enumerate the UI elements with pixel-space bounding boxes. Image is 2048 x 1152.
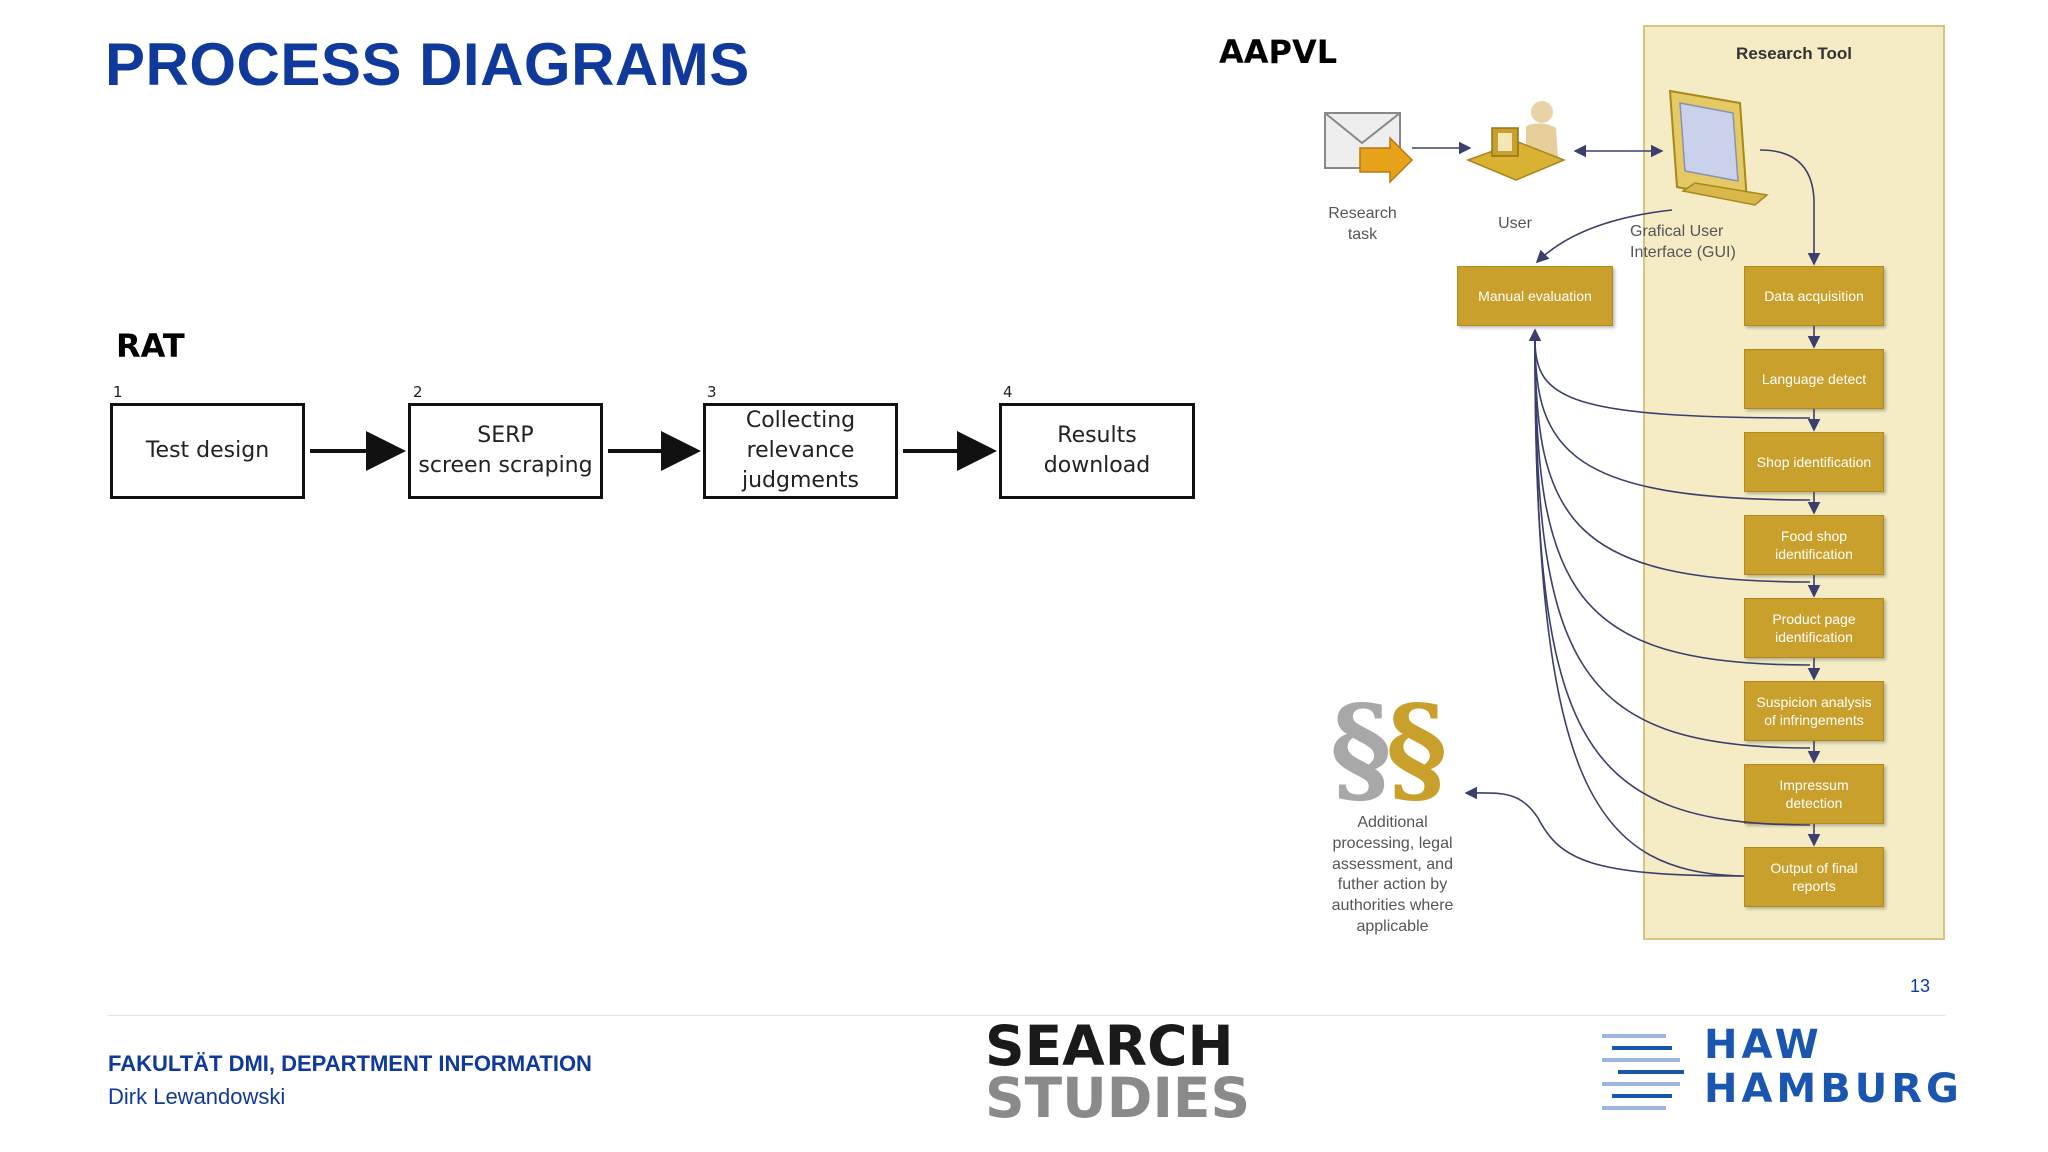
step-number: 3: [707, 383, 717, 401]
feedback-curve: [1534, 339, 1743, 877]
pipeline-step: Food shop identification: [1744, 515, 1884, 575]
monitor-icon: [1668, 89, 1769, 206]
step-number: 1: [113, 383, 123, 401]
haw-logo-icon: [1602, 1034, 1684, 1110]
manual-evaluation-box: Manual evaluation: [1457, 266, 1613, 326]
pipeline-step: Data acquisition: [1744, 266, 1884, 326]
pipeline-step: Product page identification: [1744, 598, 1884, 658]
user-icon: [1465, 101, 1567, 181]
step-number: 2: [413, 383, 423, 401]
step-number: 4: [1003, 383, 1013, 401]
footer-author: Dirk Lewandowski: [108, 1084, 286, 1109]
research-task-caption: Research task: [1328, 205, 1397, 243]
footer-faculty: FAKULTÄT DMI, DEPARTMENT INFORMATION: [108, 1051, 592, 1076]
user-caption: User: [1498, 215, 1532, 232]
feedback-curve: [1534, 339, 1811, 583]
rat-step-results-download: Results download: [999, 403, 1195, 499]
footer-divider: [108, 1015, 1945, 1016]
pipeline-step: Shop identification: [1744, 432, 1884, 492]
rat-step-serp-scraping: SERP screen scraping: [408, 403, 603, 499]
flow-arrow: [1535, 209, 1673, 264]
feedback-curve: [1534, 339, 1811, 749]
pipeline-step: Language detect: [1744, 349, 1884, 409]
search-studies-logo: SEARCH STUDIES: [985, 1014, 1251, 1131]
feedback-curve: [1534, 339, 1811, 419]
pipeline-step: Output of final reports: [1744, 847, 1884, 907]
pipeline-step: Suspicion analysis of infringements: [1744, 681, 1884, 741]
logo-search-text: SEARCH: [985, 1014, 1234, 1078]
haw-logo-line2: HAMBURG: [1704, 1066, 1963, 1112]
aapvl-label: AAPVL: [1219, 33, 1338, 71]
feedback-curve: [1534, 339, 1811, 666]
flow-arrow: [1759, 149, 1821, 266]
rat-step-test-design: Test design: [110, 403, 305, 499]
feedback-curve: [1534, 339, 1811, 826]
additional-processing-caption: Additional processing, legal assessment,…: [1331, 814, 1454, 935]
page-number: 13: [1910, 976, 1931, 996]
rat-label: RAT: [116, 327, 185, 365]
pipeline-step: Impressum detection: [1744, 764, 1884, 824]
rat-step-relevance-judgments: Collecting relevance judgments: [703, 403, 898, 499]
logo-studies-text: STUDIES: [985, 1066, 1251, 1131]
page-title: PROCESS DIAGRAMS: [105, 31, 750, 98]
envelope-icon: [1324, 112, 1414, 184]
paragraph-icon: §§: [1330, 679, 1447, 818]
haw-logo-line1: HAW: [1704, 1022, 1823, 1068]
flow-arrow: [1464, 786, 1745, 877]
research-tool-title: Research Tool: [1736, 44, 1852, 63]
feedback-curve: [1534, 339, 1811, 501]
gui-caption: Grafical User Interface (GUI): [1630, 223, 1736, 261]
